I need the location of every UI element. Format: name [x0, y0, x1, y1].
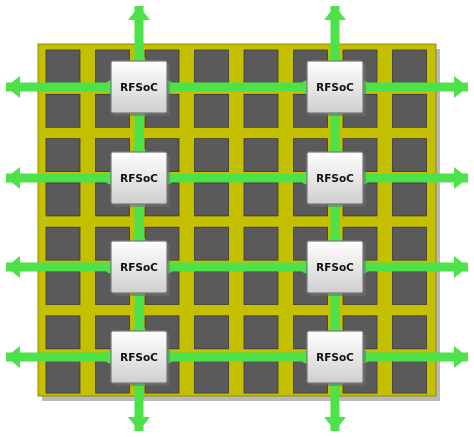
rfsoc-chip: RFSoC: [306, 60, 366, 116]
rfsoc-chip-label: RFSoC: [120, 352, 158, 364]
board-tile: [392, 226, 427, 261]
rfsoc-chip: RFSoC: [110, 330, 170, 386]
link-row-1-east-arrow-shaft: [363, 82, 468, 92]
board-tile: [194, 182, 229, 217]
board-tile: [194, 93, 229, 128]
link-col-2-segment: [330, 293, 340, 331]
board-tile: [243, 226, 279, 261]
board-tile: [45, 93, 81, 128]
rfsoc-chip: RFSoC: [306, 151, 366, 207]
link-col-1-south-arrow-shaft: [134, 383, 144, 431]
link-row-1-east-arrow-head: [454, 76, 468, 98]
link-row-2-middle: [167, 173, 307, 183]
link-col-1-segment: [134, 113, 144, 152]
board-tile: [243, 138, 279, 173]
board-tile: [392, 93, 427, 128]
board-tile: [45, 226, 81, 261]
rfsoc-chip-label: RFSoC: [316, 82, 354, 94]
link-row-3-east-arrow-shaft: [363, 262, 468, 272]
rfsoc-chip-body: [110, 330, 168, 384]
link-row-3-east-arrow-head: [454, 256, 468, 278]
board-tile: [45, 138, 81, 173]
rfsoc-chips: RFSoC RFSoC RFSoC RFSoC RFSoC RFSoC RFSoC RFSoC: [110, 60, 366, 386]
board-tile: [194, 271, 229, 305]
rfsoc-chip-label: RFSoC: [120, 173, 158, 185]
board-tile: [243, 49, 279, 84]
link-col-1-segment: [134, 204, 144, 241]
board-tile: [194, 226, 229, 261]
board-tile: [392, 49, 427, 84]
link-row-4-west-arrow-head: [6, 346, 20, 368]
board-tile: [45, 315, 81, 350]
link-col-1-segment: [134, 293, 144, 331]
board-tile: [392, 138, 427, 173]
link-row-2-west-arrow-shaft: [6, 173, 111, 183]
link-row-2-west-arrow-head: [6, 167, 20, 189]
link-col-1-south-arrow-head: [128, 417, 150, 431]
rfsoc-chip-label: RFSoC: [120, 262, 158, 274]
board-tile: [45, 359, 81, 394]
board-tile: [392, 271, 427, 305]
rfsoc-chip-label: RFSoC: [316, 352, 354, 364]
board-tile: [392, 315, 427, 350]
board-tile: [194, 49, 229, 84]
link-col-2-segment: [330, 113, 340, 152]
link-row-2-east-arrow-shaft: [363, 173, 468, 183]
board-tile: [392, 182, 427, 217]
board-tile: [243, 271, 279, 305]
rfsoc-chip-label: RFSoC: [120, 82, 158, 94]
link-row-3-middle: [167, 262, 307, 272]
rfsoc-chip-body: [306, 240, 364, 294]
link-row-4-east-arrow-shaft: [363, 352, 468, 362]
rfsoc-chip-label: RFSoC: [316, 262, 354, 274]
board-tile: [194, 315, 229, 350]
link-row-1-west-arrow-shaft: [6, 82, 111, 92]
board-tile: [243, 315, 279, 350]
board-tile: [45, 182, 81, 217]
link-col-2-north-arrow-head: [324, 6, 346, 20]
link-col-2-south-arrow-shaft: [330, 383, 340, 431]
rfsoc-chip-body: [110, 151, 168, 205]
link-row-1-middle: [167, 82, 307, 92]
rfsoc-chip-body: [110, 60, 168, 114]
link-col-2-segment: [330, 204, 340, 241]
link-col-2-south-arrow-head: [324, 417, 346, 431]
board-tile: [243, 182, 279, 217]
rfsoc-chip-body: [110, 240, 168, 294]
link-col-1-north-arrow-shaft: [134, 6, 144, 61]
rfsoc-chip: RFSoC: [306, 330, 366, 386]
board-tile: [194, 138, 229, 173]
board-tile: [392, 359, 427, 394]
board-tile: [45, 271, 81, 305]
rfsoc-chip: RFSoC: [110, 60, 170, 116]
board-tile: [243, 359, 279, 394]
link-row-3-west-arrow-head: [6, 256, 20, 278]
rfsoc-chip-label: RFSoC: [316, 173, 354, 185]
rfsoc-chip: RFSoC: [110, 151, 170, 207]
board-tile: [194, 359, 229, 394]
board-tile: [243, 93, 279, 128]
link-row-4-east-arrow-head: [454, 346, 468, 368]
board-tile: [45, 49, 81, 84]
rfsoc-chip-body: [306, 60, 364, 114]
link-row-4-west-arrow-shaft: [6, 352, 111, 362]
rfsoc-chip-body: [306, 151, 364, 205]
rfsoc-chip-body: [306, 330, 364, 384]
link-col-2-north-arrow-shaft: [330, 6, 340, 61]
link-row-2-east-arrow-head: [454, 167, 468, 189]
rfsoc-chip: RFSoC: [110, 240, 170, 296]
link-col-1-north-arrow-head: [128, 6, 150, 20]
link-row-1-west-arrow-head: [6, 76, 20, 98]
rfsoc-chip: RFSoC: [306, 240, 366, 296]
link-row-3-west-arrow-shaft: [6, 262, 111, 272]
link-row-4-middle: [167, 352, 307, 362]
